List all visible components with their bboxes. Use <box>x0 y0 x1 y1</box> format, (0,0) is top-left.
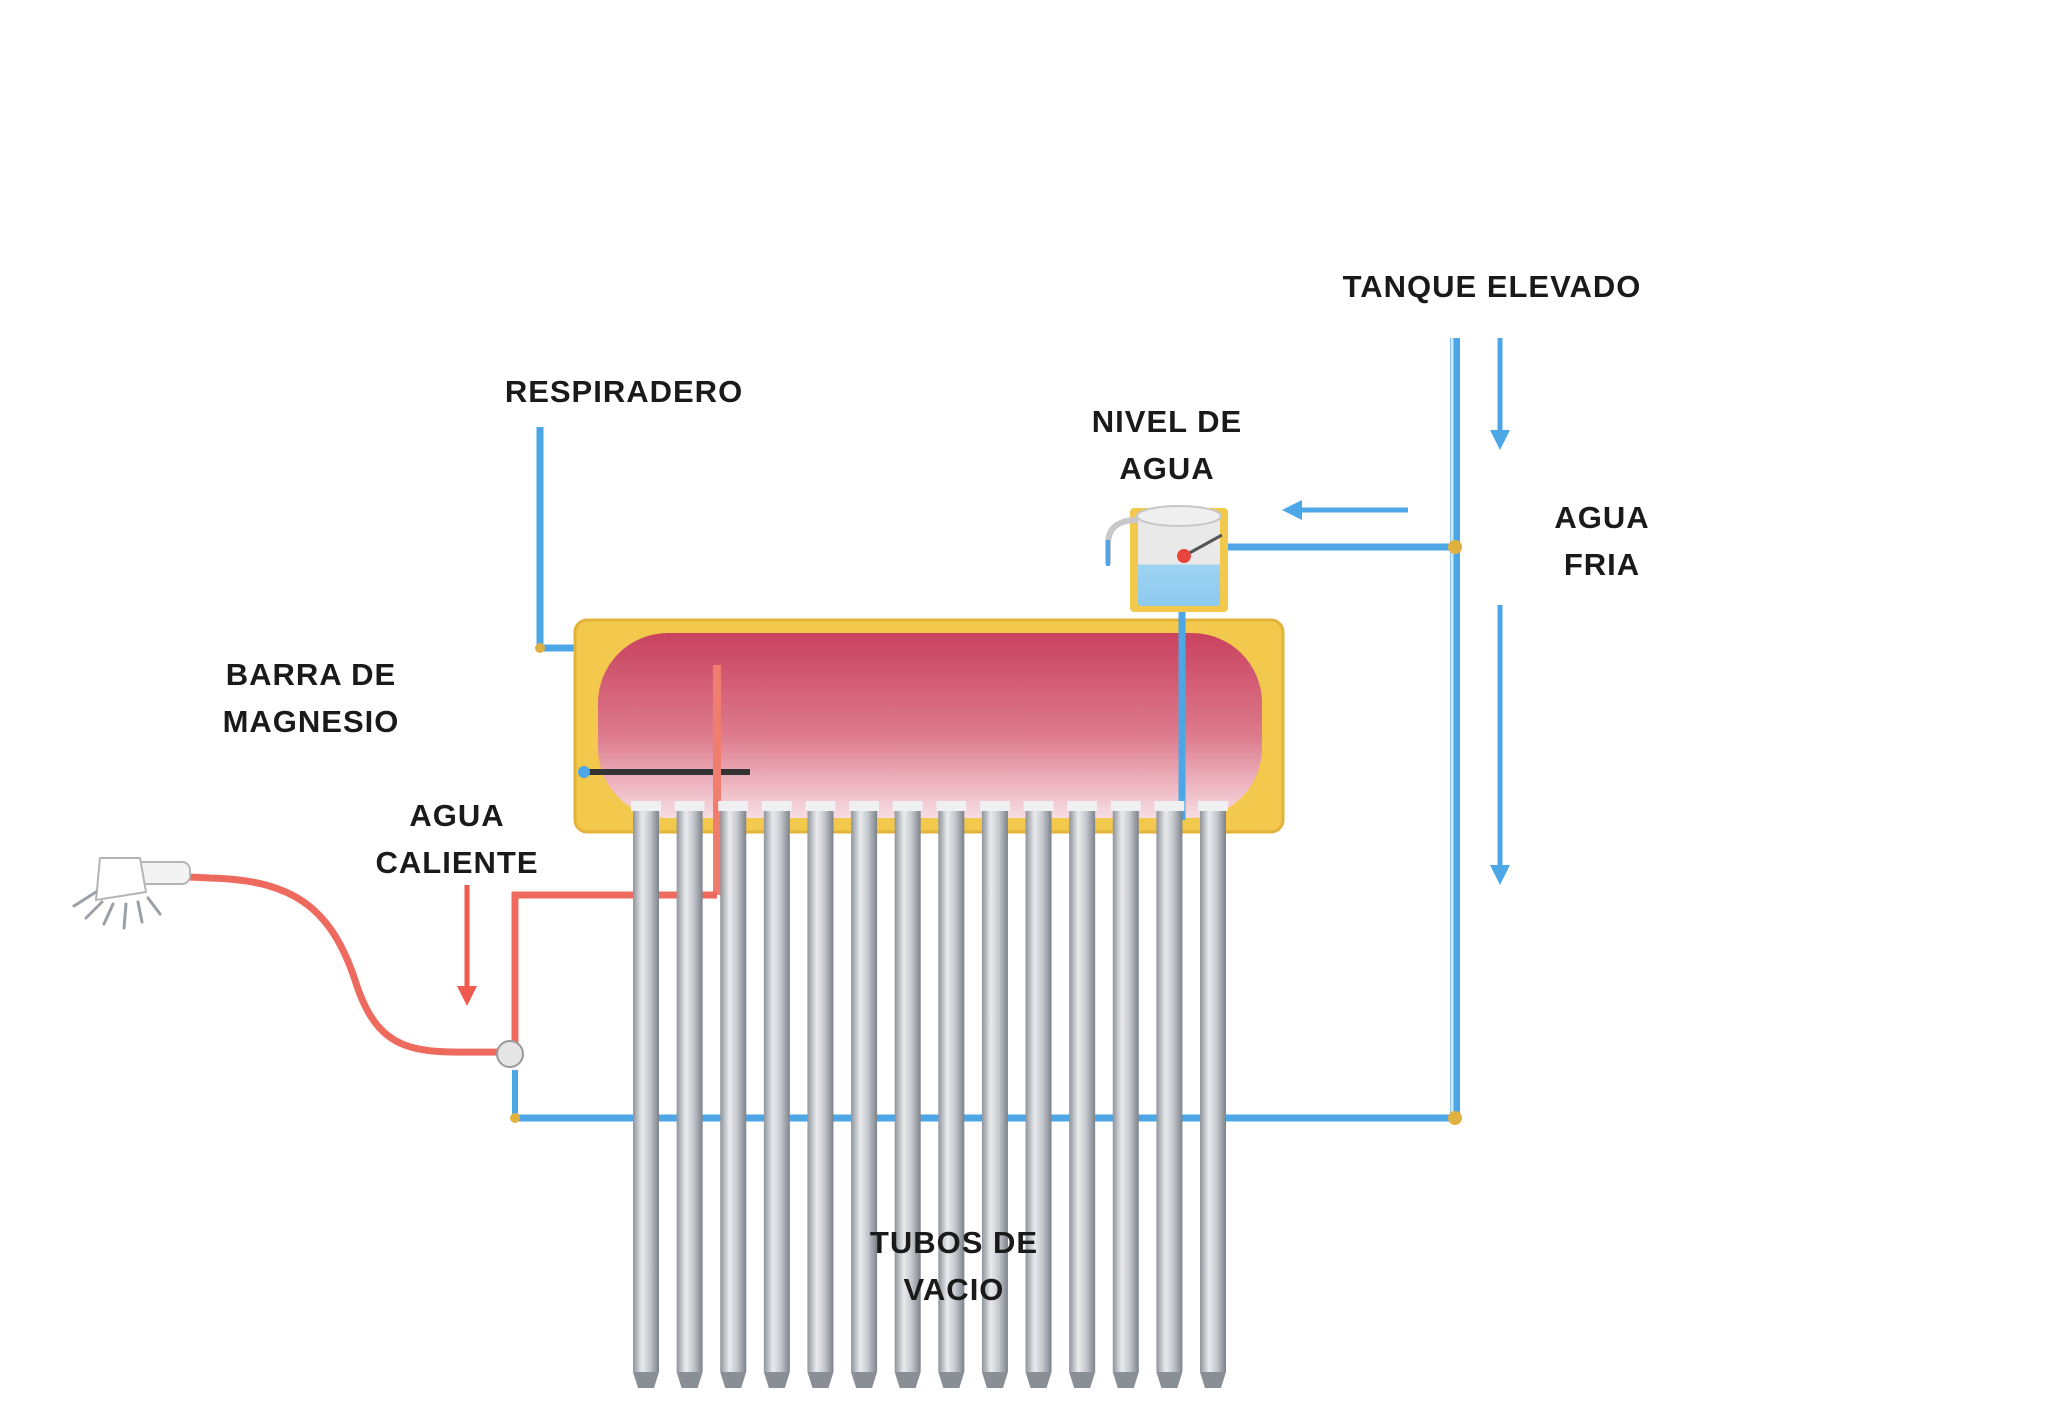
label-text: BARRA DE <box>225 657 397 692</box>
pipe-elbow <box>1448 1111 1462 1125</box>
vacuum-tube <box>718 801 749 1388</box>
label-text: TANQUE ELEVADO <box>1342 269 1642 304</box>
vacuum-tube <box>936 801 967 1388</box>
cold-water-supply-pipe <box>1450 338 1460 1118</box>
vacuum-tube <box>1110 801 1141 1388</box>
label-text: FRIA <box>1563 547 1641 582</box>
vacuum-tube <box>979 801 1010 1388</box>
label-text: AGUA <box>1119 451 1215 486</box>
label-tubos-de-vacio: TUBOS DE VACIO <box>870 1219 1038 1313</box>
vacuum-tube <box>1154 801 1185 1388</box>
tank-body <box>598 633 1262 818</box>
vacuum-tube <box>1023 801 1054 1388</box>
label-text: TUBOS DE <box>869 1225 1039 1260</box>
label-text: CALIENTE <box>375 845 539 880</box>
pipe-tee <box>1448 540 1462 554</box>
label-text: RESPIRADERO <box>504 374 744 409</box>
label-text: NIVEL DE <box>1091 404 1243 439</box>
pipe-elbow <box>510 1113 520 1123</box>
label-agua-caliente: AGUA CALIENTE <box>376 792 539 886</box>
label-barra-de-magnesio: BARRA DE MAGNESIO <box>223 651 400 745</box>
vacuum-tubes <box>631 801 1228 1388</box>
storage-tank <box>573 618 1285 834</box>
shower-head-icon <box>72 857 191 930</box>
label-nivel-de-agua: NIVEL DE AGUA <box>1092 398 1242 492</box>
float-valve-icon <box>1105 505 1228 612</box>
vacuum-tube <box>1067 801 1098 1388</box>
label-text: MAGNESIO <box>222 704 400 739</box>
flow-arrows <box>457 338 1510 1006</box>
label-tanque-elevado: TANQUE ELEVADO <box>1343 263 1642 310</box>
vacuum-tube <box>631 801 661 1388</box>
vacuum-tube <box>1198 801 1228 1388</box>
magnesium-bar <box>578 766 750 778</box>
vacuum-tube <box>849 801 880 1388</box>
vacuum-tube <box>674 801 705 1388</box>
float-valve-feed-pipe <box>1228 540 1462 554</box>
vacuum-tube <box>805 801 836 1388</box>
vacuum-tube <box>761 801 792 1388</box>
label-respiradero: RESPIRADERO <box>505 368 743 415</box>
vacuum-tube <box>892 801 923 1388</box>
label-text: VACIO <box>903 1272 1005 1307</box>
label-text: AGUA <box>1554 500 1650 535</box>
label-text: AGUA <box>409 798 505 833</box>
label-agua-fria: AGUA FRIA <box>1554 494 1649 588</box>
mixing-valve <box>496 1040 524 1068</box>
